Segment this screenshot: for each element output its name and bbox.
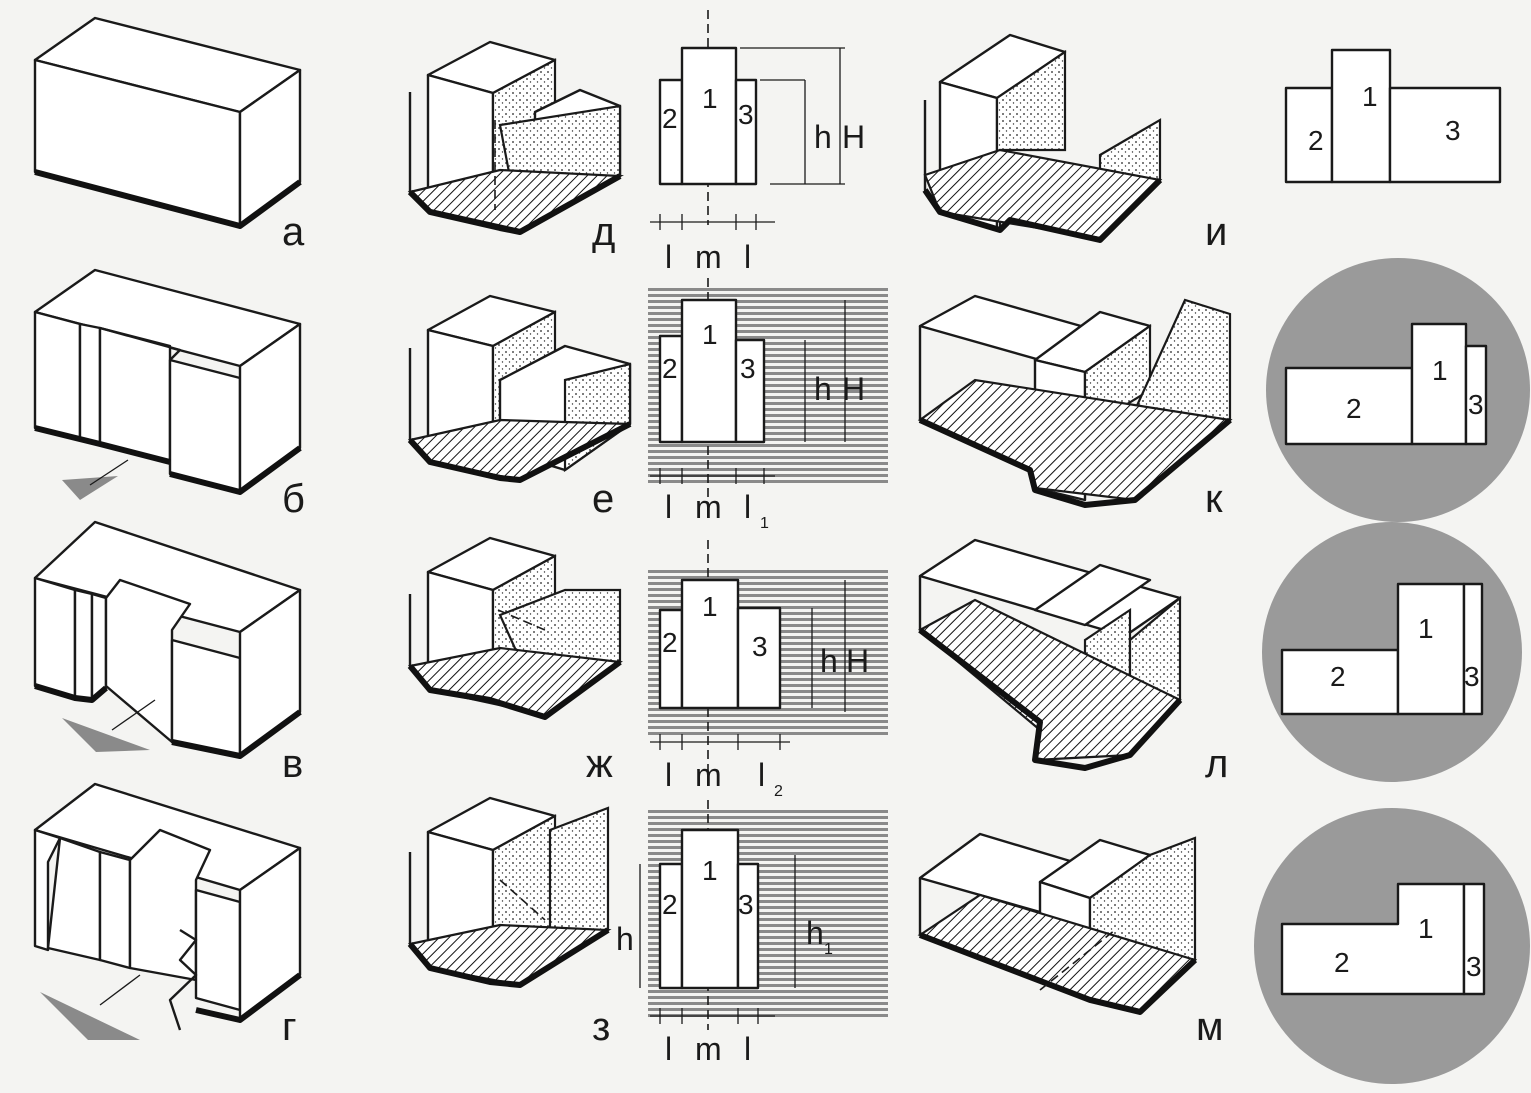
elev-z-l: l <box>665 1031 672 1067</box>
frame-l <box>918 538 1183 771</box>
plan-k-part-1: 1 <box>1432 355 1448 386</box>
elev-e-r: l <box>744 489 751 525</box>
plan-k-part-2: 2 <box>1346 393 1362 424</box>
elev-d-h: h <box>814 119 832 155</box>
volume-d <box>407 40 624 235</box>
plan-k-part-3: 3 <box>1468 389 1484 420</box>
elev-z-part-3: 3 <box>738 889 754 920</box>
elev-zh-r: l <box>758 757 765 793</box>
elevation-zh <box>648 540 888 780</box>
elev-z-h: h <box>616 921 634 957</box>
row-label-m: м <box>1196 1005 1224 1049</box>
plan-i <box>1284 48 1502 184</box>
block-b <box>33 268 302 500</box>
row-label-l: л <box>1205 742 1228 786</box>
elev-d-part-2: 2 <box>662 103 678 134</box>
row-label-i: и <box>1205 210 1227 254</box>
elev-zh-r-sub: 2 <box>774 783 783 800</box>
elev-z-h1: h <box>806 915 824 951</box>
volume-zh <box>407 536 623 720</box>
elev-d-m: m <box>695 239 722 275</box>
plan-l <box>1262 522 1522 782</box>
elev-e-m: m <box>695 489 722 525</box>
elev-z-r: l <box>744 1031 751 1067</box>
row-label-v: в <box>282 742 303 786</box>
block-a <box>33 16 302 229</box>
elev-e-part-1: 1 <box>702 319 718 350</box>
volume-e <box>407 294 632 483</box>
frame-k <box>917 294 1233 508</box>
row-label-a: а <box>282 210 305 254</box>
plan-i-part-2: 2 <box>1308 125 1324 156</box>
elev-z-m: m <box>695 1031 722 1067</box>
elev-z-h1-sub: 1 <box>824 941 833 958</box>
row-label-e: е <box>592 477 614 521</box>
elev-zh-part-3: 3 <box>752 631 768 662</box>
elev-zh-m: m <box>695 757 722 793</box>
plan-i-part-1: 1 <box>1362 81 1378 112</box>
elev-e-part-2: 2 <box>662 353 678 384</box>
elev-z-part-1: 1 <box>702 855 718 886</box>
row-label-b: б <box>282 477 305 521</box>
block-g <box>33 782 302 1040</box>
elev-zh-l: l <box>665 757 672 793</box>
plan-i-part-3: 3 <box>1445 115 1461 146</box>
elevation-z <box>639 800 888 1030</box>
row-label-d: д <box>592 210 615 254</box>
frame-i <box>922 33 1163 243</box>
elev-d-part-3: 3 <box>738 99 754 130</box>
plan-m-part-1: 1 <box>1418 913 1434 944</box>
row-label-z: з <box>592 1005 610 1049</box>
elevation-d <box>650 10 845 230</box>
elev-zh-part-2: 2 <box>662 627 678 658</box>
elev-e-l: l <box>665 489 672 525</box>
elev-e-H: H <box>842 371 865 407</box>
elev-zh-H: H <box>846 643 869 679</box>
plan-m-part-2: 2 <box>1334 947 1350 978</box>
elevation-e <box>648 278 888 500</box>
frame-m <box>917 832 1198 1015</box>
row-label-zh: ж <box>586 742 613 786</box>
elev-d-part-1: 1 <box>702 83 718 114</box>
elev-zh-h: h <box>820 643 838 679</box>
elev-zh-part-1: 1 <box>702 591 718 622</box>
row-label-g: г <box>282 1005 297 1049</box>
plan-m <box>1254 808 1530 1084</box>
block-v <box>33 520 302 759</box>
elev-d-l: l <box>665 239 672 275</box>
plan-l-part-1: 1 <box>1418 613 1434 644</box>
elev-e-h: h <box>814 371 832 407</box>
plan-k <box>1266 258 1530 522</box>
elev-d-r: l <box>744 239 751 275</box>
plan-l-part-2: 2 <box>1330 661 1346 692</box>
elev-z-part-2: 2 <box>662 889 678 920</box>
elev-e-r-sub: 1 <box>760 515 769 532</box>
plan-l-part-3: 3 <box>1464 661 1480 692</box>
volume-z <box>407 796 612 988</box>
elev-e-part-3: 3 <box>740 353 756 384</box>
elev-d-H: H <box>842 119 865 155</box>
plan-m-part-3: 3 <box>1466 951 1482 982</box>
row-label-k: к <box>1205 477 1223 521</box>
